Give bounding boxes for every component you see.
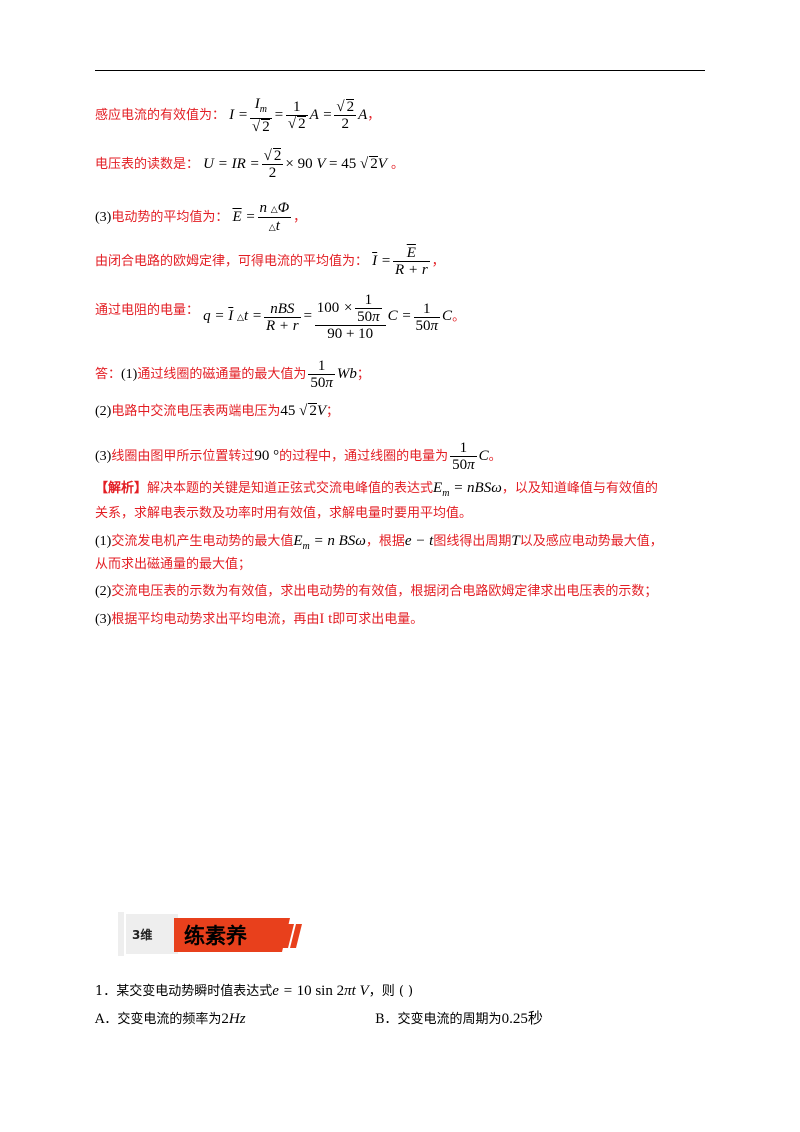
analysis-line-3: (1)交流发电机产生电动势的最大值Em = n BSω，根据e − t图线得出周… <box>95 532 663 556</box>
answer-label: 答： <box>95 366 122 382</box>
badge-title: 练素养 <box>184 924 247 948</box>
formula: Em = n BSω <box>293 533 366 552</box>
formula-It: I t <box>319 611 333 627</box>
label: 通过电阻的电量： <box>95 303 200 319</box>
analysis-text-3: 图线得出周期 <box>433 534 512 549</box>
analysis-line-4: 从而求出磁通量的最大值； <box>95 556 251 574</box>
answer-text: 线圈由图甲所示位置转过 <box>111 448 255 464</box>
analysis-text-4: 以及感应电动势最大值， <box>519 534 663 549</box>
formula: E =n △Φ△t <box>232 200 292 234</box>
item-number: (1) <box>121 366 138 382</box>
item-number: (3) <box>95 612 112 627</box>
analysis-line-2: 关系，求解电表示数及功率时用有效值，求解电量时要用平均值。 <box>95 505 472 523</box>
option-b-value: 0.25秒 <box>501 1011 543 1027</box>
label: 电动势的平均值为： <box>111 209 229 225</box>
answer-text-2: 的过程中，通过线圈的电量为 <box>279 448 449 464</box>
answer-text: 电路中交流电压表两端电压为 <box>111 404 281 419</box>
formula: 45 √2V <box>280 403 326 419</box>
question-text: 1．某交变电动势瞬时值表达式 <box>95 984 273 999</box>
badge-title-bg <box>174 918 290 952</box>
question-options: A．交变电流的频率为2Hz <box>95 1010 246 1029</box>
analysis-text: 根据平均电动势求出平均电流，再由 <box>111 612 320 627</box>
formula: e = 10 sin 2πt V <box>272 983 369 999</box>
analysis-text: 交流电压表的示数为有效值，求出电动势的有效值，根据闭合电路欧姆定律求出电压表的示… <box>111 584 658 599</box>
option-b-text: B．交变电流的周期为 <box>375 1012 502 1027</box>
item-number: (3) <box>95 209 112 225</box>
analysis-line-1: 【解析】解决本题的关键是知道正弦式交流电峰值的表达式Em = nBSω，以及知道… <box>95 479 658 503</box>
item-number: (1) <box>95 534 112 549</box>
badge-left-bar <box>118 912 124 956</box>
analysis-text: 解决本题的关键是知道正弦式交流电峰值的表达式 <box>147 481 434 496</box>
option-a-unit: Hz <box>228 1011 246 1027</box>
label: 感应电流的有效值为： <box>95 107 226 123</box>
option-a-text: A．交变电流的频率为 <box>95 1012 222 1027</box>
badge-num-bg <box>126 914 178 954</box>
analysis-text-tail: ，以及知道峰值与有效值的 <box>501 481 658 496</box>
header-rule <box>95 70 705 71</box>
label: 由闭合电路的欧姆定律，可得电流的平均值为： <box>95 253 369 269</box>
formula: Em = nBSω <box>433 480 502 499</box>
analysis-line-6: (3)根据平均电动势求出平均电流，再由I t即可求出电量。 <box>95 610 423 629</box>
analysis-tag: 【解析】 <box>95 481 148 496</box>
item-number: (3) <box>95 448 112 464</box>
badge-stripe-1 <box>282 924 294 948</box>
analysis-text-2: 即可求出电量。 <box>332 612 424 627</box>
question-text-tail: ，则 ( ) <box>368 984 414 999</box>
angle-value: 90 ° <box>254 447 280 464</box>
answer-2-line: (2)电路中交流电压表两端电压为45 √2V； <box>95 403 340 419</box>
label: 电压表的读数是： <box>95 156 200 172</box>
option-a-value: 2 <box>221 1011 229 1027</box>
formula-T: T <box>511 533 520 549</box>
analysis-text-2: ，根据 <box>365 534 405 549</box>
badge-stripe-2 <box>290 924 302 948</box>
analysis-text: 交流发电机产生电动势的最大值 <box>111 534 294 549</box>
badge-number: 3维 <box>132 927 152 942</box>
section-badge: 3维 练素养 <box>118 912 302 956</box>
answer-text: 通过线圈的磁通量的最大值为 <box>137 366 307 382</box>
option-b[interactable]: B．交变电流的周期为0.25秒 <box>375 1010 543 1029</box>
question-stem: 1．某交变电动势瞬时值表达式e = 10 sin 2πt V，则 ( ) <box>95 982 413 1001</box>
avg-emf-line: (3)电动势的平均值为： E =n △Φ△t， <box>95 200 307 234</box>
analysis-line-5: (2)交流电压表的示数为有效值，求出电动势的有效值，根据闭合电路欧姆定律求出电压… <box>95 583 657 601</box>
formula-et: e − t <box>404 533 434 549</box>
option-a[interactable]: A．交变电流的频率为2Hz <box>95 1011 246 1027</box>
item-number: (2) <box>95 404 112 419</box>
analysis-text: 从而求出磁通量的最大值； <box>95 557 252 572</box>
analysis-text: 关系，求解电表示数及功率时用有效值，求解电量时要用平均值。 <box>95 506 473 521</box>
item-number: (2) <box>95 584 112 599</box>
